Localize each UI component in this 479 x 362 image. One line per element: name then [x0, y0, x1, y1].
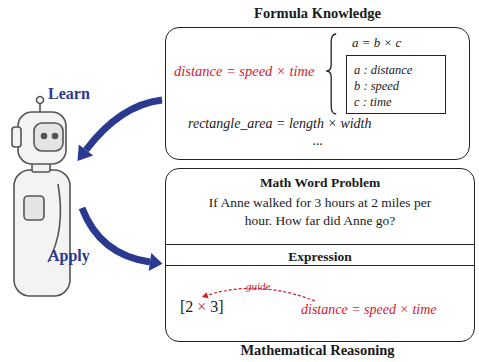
robot-chest-panel: [24, 196, 44, 220]
learn-arrowhead: [78, 145, 94, 161]
robot-antenna-tip: [37, 97, 44, 104]
variable-text: b : speed: [354, 79, 399, 93]
diagram-caption: Mathematical Reasoning: [240, 342, 394, 358]
operator-highlight: ×: [197, 298, 206, 315]
robot-eye: [53, 134, 58, 139]
section-heading: Expression: [288, 249, 352, 264]
formula-text: distance = speed × time: [174, 63, 314, 79]
section-heading: Math Word Problem: [260, 175, 380, 190]
problem-text: If Anne walked for 3 hours at 2 miles pe…: [209, 195, 431, 228]
robot-figure: [12, 97, 70, 297]
robot-ear: [12, 127, 21, 147]
variable-text: c : time: [354, 95, 391, 109]
formula-text: rectangle_area = length × width: [188, 116, 372, 131]
robot-visor: [34, 123, 63, 151]
guide-label: guide: [246, 280, 270, 292]
guide-arrowhead: [202, 292, 209, 298]
step-label: Apply: [48, 247, 90, 264]
ellipsis: ...: [312, 133, 323, 148]
apply-arrowhead: [149, 253, 163, 271]
formula-box: distance = speed × time a = b × c rectangl…: [165, 27, 470, 160]
variable-box: a : distance b : speed c : time: [346, 55, 446, 114]
formula-text: distance = speed × time: [301, 302, 437, 317]
robot-body: [14, 170, 70, 296]
diagram-title: Formula Knowledge: [254, 5, 381, 21]
expression-section: Expression [2 × 3] distance = speed × time: [166, 244, 474, 337]
heading-rule: [166, 265, 474, 266]
reasoning-box: Math Word Problem If Anne walked for 3 ho…: [165, 168, 475, 342]
curly-brace: [326, 34, 336, 114]
learn-arrow: [86, 100, 162, 150]
step-label: Learn: [48, 85, 90, 102]
robot-eye: [42, 134, 47, 139]
robot-head: [18, 112, 66, 164]
expression-text: [2 × 3]: [180, 298, 224, 315]
abstract-formula: a = b × c: [352, 35, 401, 50]
apply-arrow: [82, 208, 150, 262]
robot-antenna: [39, 103, 41, 112]
variable-text: a : distance: [354, 63, 412, 77]
